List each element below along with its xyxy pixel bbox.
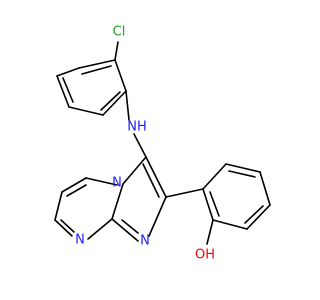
imidazole-ring (111, 156, 167, 242)
bond (202, 188, 214, 221)
imidazole-nitrogen-label: N (140, 234, 150, 249)
chlorophenyl-ring (56, 59, 127, 116)
bond (54, 219, 73, 237)
nh-c-bond (133, 133, 147, 158)
bond (102, 90, 127, 116)
double-bond-inner (100, 91, 121, 111)
amine-label: NH (127, 120, 147, 135)
bond (54, 191, 63, 221)
bond (145, 156, 167, 198)
double-bond-inner (62, 77, 74, 103)
double-bond-inner (142, 163, 160, 198)
bond (225, 163, 261, 173)
bond (122, 156, 147, 185)
pyrimidine-nitrogen-label: N (75, 233, 85, 248)
bond (87, 218, 113, 240)
bridge-nitrogen-label: N (112, 176, 122, 191)
bond (56, 75, 70, 108)
bond (85, 177, 118, 186)
c-nh-bond (125, 90, 130, 121)
bond (78, 59, 116, 69)
bond (246, 204, 271, 230)
hydroxyl-label: OH (195, 248, 215, 263)
chlorine-label: Cl (113, 25, 126, 40)
bond (114, 59, 127, 92)
bond (202, 163, 227, 190)
double-bond-inner (121, 219, 139, 234)
bond (111, 183, 124, 220)
double-bond-inner (209, 191, 220, 217)
bond (212, 219, 248, 230)
molecule-structure: Cl NH N N N OH (54, 25, 271, 263)
bond (61, 177, 87, 193)
phenol-ring (165, 163, 271, 230)
double-bond-inner (244, 205, 264, 224)
bond (111, 218, 139, 242)
double-bond-inner (66, 184, 87, 197)
double-bond-inner (81, 65, 112, 75)
bond (56, 67, 80, 77)
phenyl-link-bond (165, 188, 204, 198)
double-bond-inner (228, 170, 256, 178)
double-bond-inner (60, 219, 75, 233)
c-oh-bond (206, 219, 214, 245)
bond (68, 106, 104, 116)
bond (148, 196, 167, 237)
bond (259, 171, 271, 206)
c-cl-bond (114, 41, 119, 61)
pyrimidine-ring (54, 177, 118, 240)
